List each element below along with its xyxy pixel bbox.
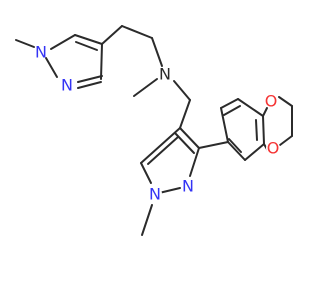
bond-ar3 [237,98,264,117]
bond-n2-c3-upper [77,75,103,83]
bond-o-top-ch2 [278,96,293,107]
atom-o-top: O [264,92,278,111]
bond-c5-c4-lower [140,127,181,164]
atom-n-amine-label: N [159,65,171,84]
atom-n1-upper: N [34,43,48,62]
bond-ar2-double [223,105,241,116]
bond-ar6 [227,141,246,161]
bond-ar4 [262,115,265,145]
bond-n2-n1-lower [158,187,181,194]
bond-n-methyl [133,78,158,97]
atom-o-bottom-label: O [267,139,280,158]
bond-c4-c5-upper [74,34,103,45]
atom-n2-lower-label: N [182,177,194,196]
atom-o-bottom: O [266,139,280,158]
bond-c5-c4-lower-double [147,136,179,165]
bond-c3-n2-lower [189,147,200,177]
atom-n1-lower: N [148,185,162,204]
bond-n1-n2-upper [45,57,58,78]
bond-c4-c3-lower-double [174,132,195,154]
bond-methyl-n1-upper [15,39,35,48]
bond-ch2-n [151,37,163,67]
bond-n2-c3-upper-double [77,81,102,89]
bond-ar4-double [255,119,258,141]
bond-ar6-double [228,138,242,153]
atom-n2-upper-label: N [61,76,73,95]
atom-o-top-label: O [265,92,278,111]
bond-n1-methyl-lower [141,204,153,236]
atom-n-amine: N [158,65,172,84]
bond-ar-o-top [262,107,268,117]
bond-pyrazole-aryl [198,141,229,149]
bond-n1-c5-lower [140,162,152,184]
bond-n-ch2 [173,80,191,101]
molecule-structure: N N N N N O O [15,25,293,236]
bond-c4-c5-upper-double [75,41,98,51]
bond-c4-c3-lower [179,127,200,149]
bond-c3-ch2 [101,25,123,45]
bond-ar2 [220,98,239,109]
amine-chain [101,25,191,129]
benzodioxine-ring [198,96,293,161]
bond-ch2-ch2 [121,25,153,39]
bond-ar1 [220,107,229,143]
bond-c3-c4-upper [100,43,103,80]
bond-ch2-pyrazole [179,99,191,129]
lower-pyrazole-ring [140,127,200,236]
atom-n2-lower: N [181,177,195,196]
upper-pyrazole-ring [15,34,103,89]
atom-labels: N N N N N O O [34,43,280,204]
atom-n1-upper-label: N [35,43,47,62]
bond-ar5 [244,143,265,161]
atom-n2-upper: N [60,76,74,95]
bond-c5-n1-upper [50,34,76,50]
atom-n1-lower-label: N [149,185,161,204]
bond-ch2-o-bottom [279,135,293,146]
